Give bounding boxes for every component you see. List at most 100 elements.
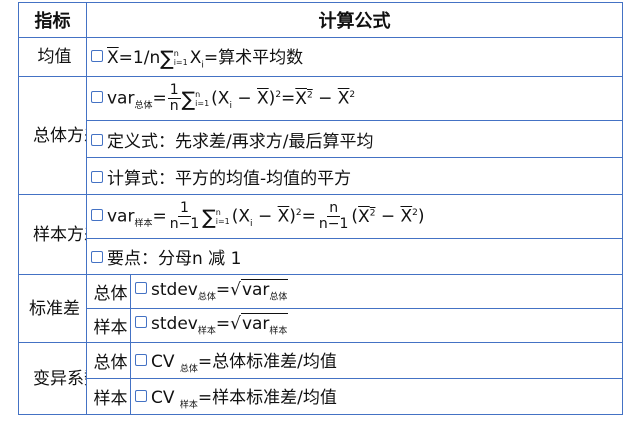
rad-var: var [241,314,270,335]
cv-row-1: 变异系数 总体 CV 总体=总体标准差/均值 [18,342,623,415]
header-formula: 计算公式 [86,2,623,38]
x2bar: X2 [358,207,375,227]
cv-name: CV [151,387,180,408]
std-row-2: 样本 stdev样本=√var样本 [19,308,623,343]
term-mid: − [252,206,278,227]
rad-sub: 样本 [269,326,288,337]
header-indicator: 指标 [18,2,87,38]
std-sample-formula: stdev样本=√var样本 [130,308,623,343]
sum-top: n [215,207,221,217]
radicand: var样本 [240,313,289,337]
sq: 2 [275,89,282,100]
x2bar-x: X [358,206,370,227]
cv-pop-formula: CV 总体=总体标准差/均值 [130,342,623,379]
cv-label: 变异系数 [18,342,87,415]
xbar2-sup: 2 [412,207,418,218]
term-close: ) [289,206,296,227]
pop-var-computation: 计算式：平方的均值-均值的平方 [86,157,623,195]
formula-table: 指标 计算公式 均值 X=1/n∑ni=1Xi=算术平均数 总体方差 var总体… [18,2,623,415]
sq: 2 [295,207,302,218]
cv-name: CV [151,351,180,372]
pop-var-row-2: 定义式：先求差/再求方/最后算平均 [19,120,623,158]
pop-var-row-3: 计算式：平方的均值-均值的平方 [19,157,623,195]
cv-sub: 样本 [179,400,198,411]
std-sample-label: 样本 [86,308,131,343]
frac-num: 1 [167,82,181,99]
mean-label: 均值 [18,37,87,77]
sum-top: n [173,49,179,59]
close-paren: ) [417,206,425,227]
sum-icon: ∑ [202,204,216,229]
stdev-name: stdev [151,280,198,301]
xbar2-sup: 2 [349,89,356,100]
pop-var-definition: 定义式：先求差/再求方/最后算平均 [86,120,623,158]
sample-var-label: 样本方差 [18,194,87,275]
checkbox-icon [91,170,103,183]
stdev-sub: 样本 [197,326,216,337]
minus: − [312,88,338,109]
xbar2: X [400,206,413,227]
term-sub: i [229,100,232,111]
note-text: 要点：分母n 减 1 [107,249,242,269]
std-row-1: 标准差 总体 stdev总体=√var总体 [18,274,623,343]
var-name: var [107,206,135,227]
cv-pop-label: 总体 [86,342,131,379]
x2bar-x: X [295,88,307,109]
eq2: = [301,206,316,227]
checkbox-icon [135,316,147,329]
sum-bottom: i=1 [173,58,188,68]
frac-den: n−1 [169,216,200,232]
sum-icon: ∑ [181,86,196,111]
definition-text: 定义式：先求差/再求方/最后算平均 [107,131,374,152]
sum-bottom: i=1 [215,216,230,226]
checkbox-icon [91,208,103,221]
checkbox-icon [135,389,147,402]
rad-var: var [241,280,270,301]
var-sub: 总体 [134,100,153,111]
term: (X [211,88,230,109]
sample-var-row-1: 样本方差 var样本=1n−1∑ni=1(Xi − X)2=nn−1(X2 − … [18,194,623,275]
term-mid: − [231,88,258,109]
term: (X [231,206,251,227]
mean-sub: i [201,60,204,71]
open-paren: ( [351,206,359,227]
sum-bottom: i=1 [195,98,210,108]
sqrt-icon: √var总体 [230,279,289,303]
checkbox-icon [135,282,147,295]
rad-sub: 总体 [269,292,288,303]
checkbox-icon [91,251,103,263]
var-name: var [107,88,135,109]
xbar: X [107,48,119,69]
stdev-name: stdev [151,314,198,335]
term-sub: i [250,218,253,229]
checkbox-icon [135,353,147,366]
pop-var-row-1: 总体方差 var总体=1n∑ni=1(Xi − X)2=X2 − X2 [18,76,623,195]
cv-rest: =总体标准差/均值 [197,351,337,372]
sqrt-icon: √var样本 [230,313,289,337]
cv-rest: =样本标准差/均值 [197,387,337,408]
frac2-num: n [327,200,341,217]
cv-sample-label: 样本 [86,378,131,415]
eq2: = [281,88,296,109]
checkbox-icon [91,90,103,103]
x2bar: X2 [295,89,312,109]
std-pop-formula: stdev总体=√var总体 [130,274,623,309]
stdev-sub: 总体 [197,292,216,303]
checkbox-icon [91,50,103,63]
cv-sub: 总体 [179,364,198,375]
stdev-eq: = [215,280,231,301]
header-row: 指标 计算公式 [18,2,623,38]
radicand: var总体 [240,279,289,303]
mean-rest: =算术平均数 [203,48,304,69]
sum-icon: ∑ [160,46,174,71]
cv-sample-formula: CV 样本=样本标准差/均值 [130,378,623,415]
